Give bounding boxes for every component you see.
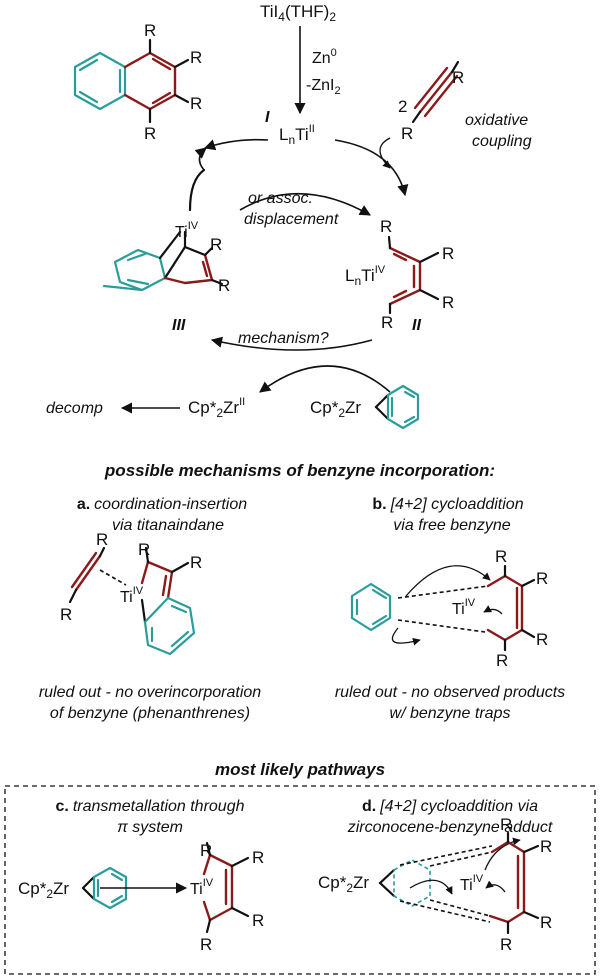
oxidative-label: oxidative	[465, 112, 528, 129]
likely-title: most likely pathways	[215, 760, 385, 779]
mech-d-r1: R	[500, 815, 512, 834]
mech-d-ti: TiIV	[460, 873, 484, 894]
label-I: I	[265, 109, 270, 126]
mech-d-r2: R	[540, 837, 552, 856]
intermediate-ti-iv: TiIV	[175, 220, 199, 241]
mech-a-line1: a.coordination-insertion	[77, 496, 247, 513]
cp2zr-ii: Cp*2ZrII	[188, 396, 245, 420]
mech-c-r3: R	[252, 911, 264, 930]
mech-c-line1: c.transmetallation through	[56, 798, 245, 815]
zni2-byproduct: -ZnI2	[306, 77, 341, 97]
alkyne-curl	[379, 137, 391, 169]
mech-d-structure	[378, 831, 540, 935]
label-III: III	[172, 317, 186, 334]
zn-reagent: Zn0	[312, 47, 337, 67]
cp2zr-benzyne: Cp*2Zr	[310, 398, 361, 420]
mech-a-r1: R	[96, 530, 108, 549]
lnti-ii: LnTiII	[279, 123, 315, 147]
ti-ring-r2: R	[442, 244, 454, 263]
lnti-iv: LnTiIV	[345, 264, 386, 288]
mech-d-line2: zirconocene-benzyne adduct	[347, 819, 553, 836]
arc-III-up	[188, 168, 206, 212]
ti-ring-r3: R	[442, 293, 454, 312]
assoc-label-1: or assoc.	[248, 190, 313, 207]
mech-a-r4: R	[190, 553, 202, 572]
mech-c-line2: π system	[117, 819, 183, 836]
alkyne-r-bottom: R	[401, 124, 413, 143]
mech-c-r1: R	[200, 841, 212, 860]
alkyne-r-top: R	[452, 68, 464, 87]
naphthalene-product	[73, 38, 190, 124]
arc-I-to-II	[334, 139, 409, 197]
mech-a-ruled-1: ruled out - no overincorporation	[39, 684, 261, 701]
mech-c-ti: TiIV	[190, 877, 214, 898]
zr-transfer-arrow	[259, 365, 391, 393]
mech-b-r2: R	[536, 569, 548, 588]
mech-a-line2: via titanaindane	[112, 517, 224, 534]
assoc-displacement-arrow	[239, 192, 371, 216]
arc-I-to-naphthalene	[203, 138, 269, 151]
mech-c-cp2zr: Cp*2Zr	[18, 879, 69, 901]
mech-d-line1: d.[4+2] cycloaddition via	[362, 798, 538, 815]
arc-III-to-naphthalene	[194, 147, 207, 171]
mech-a-ruled-2: of benzyne (phenanthrenes)	[50, 705, 250, 722]
mech-d-r4: R	[500, 935, 512, 954]
mech-b-ruled-2: w/ benzyne traps	[390, 705, 511, 722]
assoc-label-2: displacement	[244, 211, 339, 228]
naph-r1: R	[144, 21, 156, 40]
intermediate-r2: R	[218, 276, 230, 295]
mech-c-r4: R	[200, 935, 212, 954]
mech-b-line1: b.[4+2] cycloaddition	[372, 496, 523, 513]
mech-b-r4: R	[496, 651, 508, 670]
mechanisms-title: possible mechanisms of benzyne incorpora…	[104, 461, 495, 480]
mech-d-r3: R	[540, 913, 552, 932]
mech-b-ti: TiIV	[452, 597, 476, 618]
alkyne-coefficient: 2	[398, 97, 407, 116]
ti-ring-r4: R	[381, 313, 393, 332]
mech-b-ruled-1: ruled out - no observed products	[335, 684, 565, 701]
intermediate-r1: R	[210, 235, 222, 254]
mech-b-structure	[350, 564, 536, 652]
reagent-formula: TiI4(THF)2	[260, 2, 336, 24]
mech-c-r2: R	[252, 848, 264, 867]
mech-a-structure	[68, 546, 196, 656]
mech-b-r1: R	[495, 547, 507, 566]
mech-a-ti: TiIV	[120, 585, 144, 606]
naph-r4: R	[144, 124, 156, 143]
mech-a-r3: R	[138, 540, 150, 559]
mech-d-cp2zr: Cp*2Zr	[318, 873, 369, 895]
mech-b-r3: R	[536, 630, 548, 649]
mechanism-label: mechanism?	[238, 330, 329, 347]
mech-c-structure	[81, 841, 250, 934]
mech-b-line2: via free benzyne	[393, 517, 511, 534]
mech-a-r2: R	[60, 605, 72, 624]
naph-r3: R	[190, 94, 202, 113]
alkyne-reagent	[411, 60, 460, 124]
decomp-label: decomp	[46, 400, 103, 417]
likely-box	[4, 785, 596, 975]
ti-ring-r1: R	[380, 217, 392, 236]
titanacycle-intermediate	[102, 230, 224, 292]
naph-r2: R	[190, 48, 202, 67]
titanacyclopentadiene	[387, 235, 440, 315]
zr-benzyne-ring	[374, 384, 420, 430]
label-II: II	[412, 317, 421, 334]
coupling-label: coupling	[472, 133, 532, 150]
mechanism-arrow	[210, 336, 373, 351]
